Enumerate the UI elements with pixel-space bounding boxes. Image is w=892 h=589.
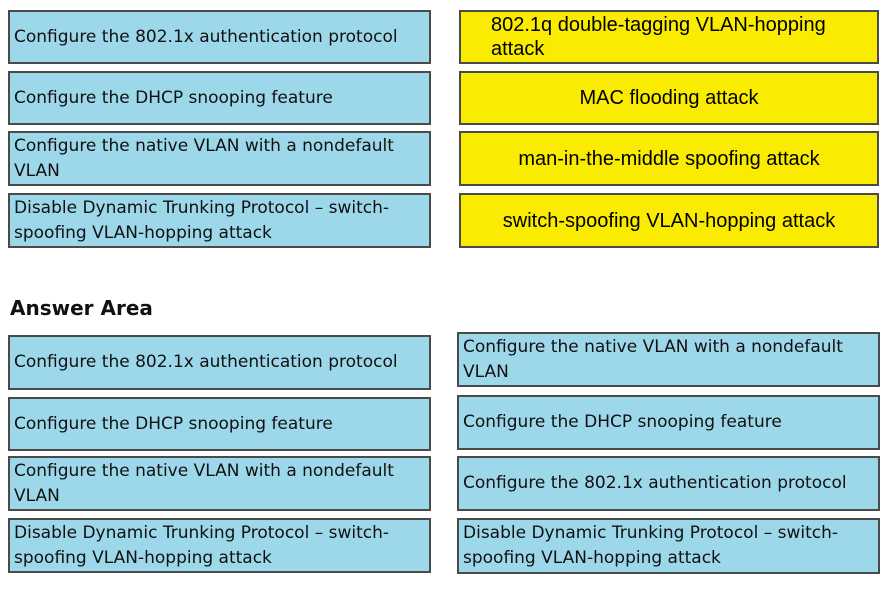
answer-left-option-label: Configure the 802.1x authentication prot… bbox=[14, 352, 398, 373]
attack-switch-spoofing: switch-spoofing VLAN-hopping attack bbox=[459, 193, 879, 248]
answer-slot-4[interactable]: Disable Dynamic Trunking Protocol – swit… bbox=[457, 518, 880, 574]
source-option-disable-dtp[interactable]: Disable Dynamic Trunking Protocol – swit… bbox=[8, 193, 431, 248]
answer-area-heading: Answer Area bbox=[10, 296, 153, 320]
source-option-label: Configure the DHCP snooping feature bbox=[14, 87, 333, 108]
attack-label: MAC flooding attack bbox=[579, 87, 759, 109]
answer-slot-label: Configure the 802.1x authentication prot… bbox=[463, 473, 847, 494]
source-option-8021x[interactable]: Configure the 802.1x authentication prot… bbox=[8, 10, 431, 64]
attack-label: man-in-the-middle spoofing attack bbox=[518, 147, 820, 170]
answer-left-option-disable-dtp[interactable]: Disable Dynamic Trunking Protocol – swit… bbox=[8, 518, 431, 573]
answer-slot-label: Configure the DHCP snooping feature bbox=[463, 412, 782, 433]
answer-slot-label: Disable Dynamic Trunking Protocol – swit… bbox=[463, 523, 839, 568]
attack-label: switch-spoofing VLAN-hopping attack bbox=[502, 209, 836, 232]
answer-slot-1[interactable]: Configure the native VLAN with a nondefa… bbox=[457, 332, 880, 387]
answer-left-option-label: Disable Dynamic Trunking Protocol – swit… bbox=[14, 522, 390, 568]
answer-left-option-native-vlan[interactable]: Configure the native VLAN with a nondefa… bbox=[8, 456, 431, 511]
attack-mitm-spoofing: man-in-the-middle spoofing attack bbox=[459, 131, 879, 186]
answer-slot-2[interactable]: Configure the DHCP snooping feature bbox=[457, 395, 880, 450]
source-option-label: Disable Dynamic Trunking Protocol – swit… bbox=[14, 197, 390, 243]
answer-left-option-label: Configure the native VLAN with a nondefa… bbox=[14, 460, 394, 506]
answer-left-option-8021x[interactable]: Configure the 802.1x authentication prot… bbox=[8, 335, 431, 390]
attack-double-tagging: 802.1q double-tagging VLAN-hopping attac… bbox=[459, 10, 879, 64]
answer-left-option-dhcp-snooping[interactable]: Configure the DHCP snooping feature bbox=[8, 397, 431, 451]
source-option-label: Configure the native VLAN with a nondefa… bbox=[14, 135, 394, 181]
source-option-native-vlan[interactable]: Configure the native VLAN with a nondefa… bbox=[8, 131, 431, 186]
answer-slot-label: Configure the native VLAN with a nondefa… bbox=[463, 336, 843, 382]
answer-left-option-label: Configure the DHCP snooping feature bbox=[14, 413, 333, 434]
source-option-label: Configure the 802.1x authentication prot… bbox=[14, 26, 398, 47]
attack-label: 802.1q double-tagging VLAN-hopping attac… bbox=[491, 14, 826, 60]
attack-mac-flooding: MAC flooding attack bbox=[459, 71, 879, 125]
answer-slot-3[interactable]: Configure the 802.1x authentication prot… bbox=[457, 456, 880, 511]
source-option-dhcp-snooping[interactable]: Configure the DHCP snooping feature bbox=[8, 71, 431, 125]
